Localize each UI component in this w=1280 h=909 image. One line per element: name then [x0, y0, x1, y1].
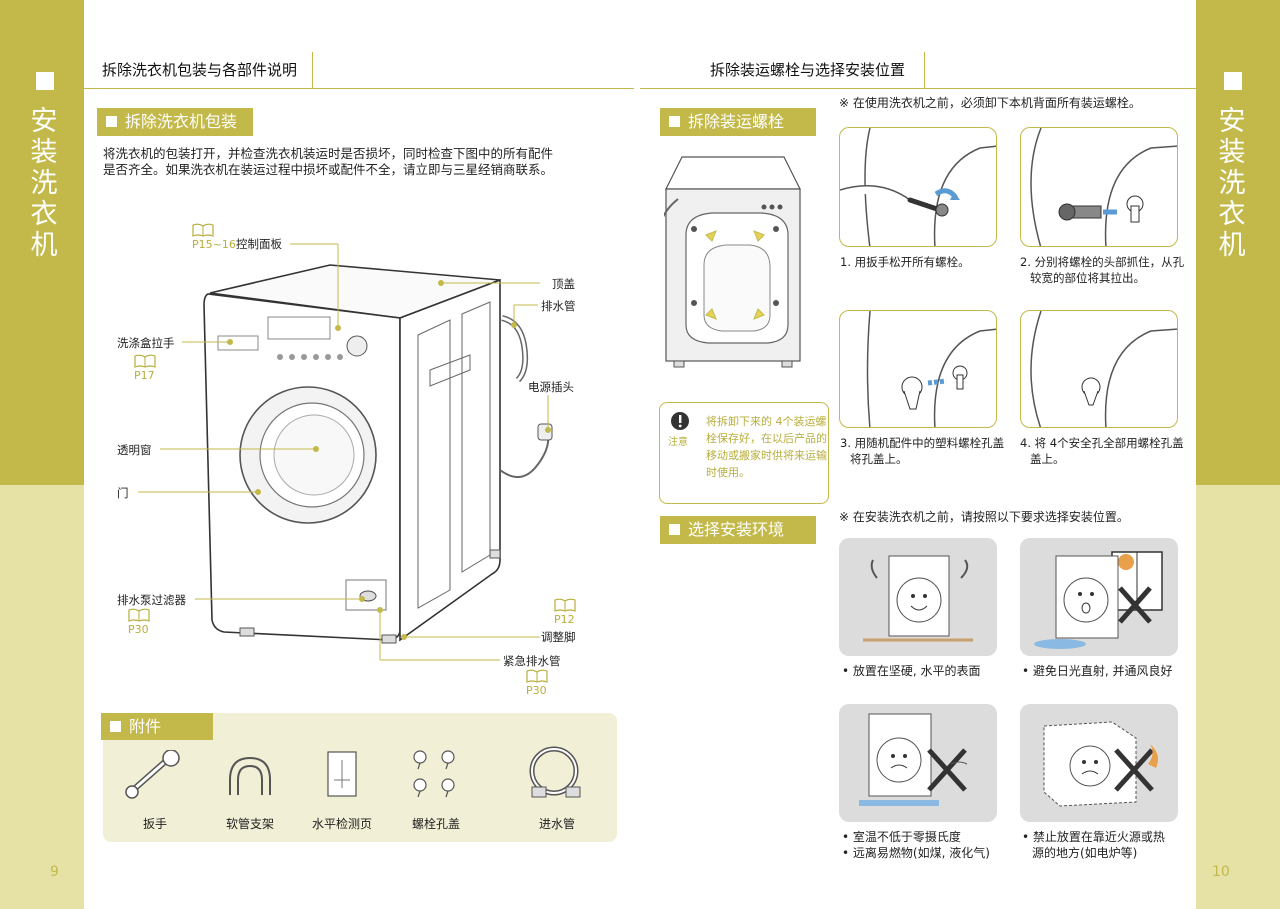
- left-page-header: 拆除洗衣机包装与各部件说明: [102, 61, 298, 79]
- env-section-title: 选择安装环境: [660, 516, 816, 544]
- door-label: 门: [117, 486, 129, 500]
- section-square-icon: [669, 524, 680, 535]
- bolt-step-4-illustration: [1020, 310, 1178, 428]
- wrench-icon: [125, 750, 180, 799]
- accessory-bolt-cover-label: 螺栓孔盖: [411, 817, 460, 831]
- adjust-feet-page-ref: P12: [554, 613, 575, 626]
- env-4-illustration: [1020, 704, 1178, 822]
- accessory-hose-bracket-label: 软管支架: [225, 817, 274, 831]
- section-square-icon: [669, 116, 680, 127]
- bolt-step-2-illustration: [1020, 127, 1178, 247]
- accessories-section-title: 附件: [101, 713, 213, 740]
- left-side-square-icon: [36, 72, 54, 90]
- control-panel-page-ref: P15~16: [192, 238, 236, 251]
- unpack-section-title: 拆除洗衣机包装: [97, 108, 253, 136]
- control-panel-book-icon: [192, 223, 214, 237]
- right-page-header: 拆除装运螺栓与选择安装位置: [710, 61, 906, 79]
- control-panel-label: 控制面板: [236, 237, 282, 251]
- bolt-step-4-text: 4. 将 4个安全孔全部用螺栓孔盖 盖上。: [1020, 436, 1184, 466]
- right-page-number: 10: [1212, 864, 1230, 880]
- accessory-level-sheet-label: 水平检测页: [311, 817, 372, 831]
- left-side-title: 安装洗衣机: [30, 106, 58, 261]
- env-2-text: • 避免日光直射, 并通风良好: [1022, 664, 1173, 678]
- env-3-illustration: [839, 704, 997, 822]
- notice-text: 将拆卸下来的 4个装运螺 栓保存好，在以后产品的 移动或搬家时供将来运输 时使用…: [706, 415, 827, 479]
- env-1-text: • 放置在坚硬, 水平的表面: [842, 664, 981, 678]
- right-side-square-icon: [1224, 72, 1242, 90]
- bolt-step-1-illustration: [839, 127, 997, 247]
- notice-label: 注意: [668, 437, 688, 448]
- bolt-step-1-text: 1. 用扳手松开所有螺栓。: [840, 255, 970, 269]
- bolt-step-3-illustration: [839, 310, 997, 428]
- power-plug-label: 电源插头: [528, 380, 574, 394]
- right-header-rule: [640, 88, 1196, 89]
- bolt-cover-icon: [413, 750, 455, 798]
- section-square-icon: [110, 721, 121, 732]
- window-label: 透明窗: [117, 443, 152, 457]
- bolts-section-title: 拆除装运螺栓: [660, 108, 816, 136]
- top-cover-label: 顶盖: [552, 277, 575, 291]
- emergency-drain-label: 紧急排水管: [503, 654, 561, 668]
- level-sheet-icon: [327, 751, 357, 797]
- detergent-drawer-label: 洗涤盒拉手: [117, 336, 175, 350]
- inlet-hose-icon: [529, 746, 581, 798]
- env-2-illustration: [1020, 538, 1178, 656]
- env-4-text: • 禁止放置在靠近火源或热 源的地方(如电炉等): [1022, 830, 1165, 860]
- pump-filter-book-icon: [128, 608, 150, 622]
- bolts-note: ※ 在使用洗衣机之前，必须卸下本机背面所有装运螺栓。: [839, 96, 1141, 110]
- hose-bracket-icon: [229, 756, 271, 795]
- notice-box: 注意 将拆卸下来的 4个装运螺 栓保存好，在以后产品的 移动或搬家时供将来运输 …: [659, 402, 829, 504]
- left-side-band-lower: [0, 485, 84, 909]
- bolt-step-2-text: 2. 分别将螺栓的头部抓住，从孔 较宽的部位将其拉出。: [1020, 255, 1185, 285]
- left-page-number: 9: [50, 864, 59, 880]
- right-side-title: 安装洗衣机: [1218, 106, 1246, 261]
- env-1-illustration: [839, 538, 997, 656]
- adjust-feet-label: 调整脚: [541, 630, 576, 644]
- section-square-icon: [106, 116, 117, 127]
- accessory-inlet-hose-label: 进水管: [538, 817, 575, 831]
- left-header-rule: [84, 88, 634, 89]
- drain-hose-label: 排水管: [541, 299, 576, 313]
- washer-illustration: [203, 264, 553, 644]
- right-side-band-lower: [1196, 485, 1280, 909]
- pump-filter-page-ref: P30: [128, 623, 149, 636]
- pump-filter-label: 排水泵过滤器: [117, 593, 186, 607]
- env-note: ※ 在安装洗衣机之前，请按照以下要求选择安装位置。: [839, 510, 1129, 524]
- washer-back-illustration: [664, 156, 801, 368]
- warning-icon: [671, 412, 689, 430]
- accessory-wrench-label: 扳手: [142, 817, 167, 831]
- emergency-drain-page-ref: P30: [526, 684, 547, 697]
- part-leader-lines: [138, 243, 551, 661]
- right-header-divider: [924, 52, 925, 88]
- env-3-text: • 室温不低于零摄氏度 • 远离易燃物(如煤, 液化气): [842, 830, 990, 860]
- emergency-drain-book-icon: [526, 669, 548, 683]
- detergent-drawer-book-icon: [134, 354, 156, 368]
- left-header-divider: [312, 52, 313, 88]
- adjust-feet-book-icon: [554, 598, 576, 612]
- bolt-step-3-text: 3. 用随机配件中的塑料螺栓孔盖 将孔盖上。: [840, 436, 1005, 466]
- detergent-drawer-page-ref: P17: [134, 369, 155, 382]
- unpack-paragraph: 将洗衣机的包装打开，并检查洗衣机装运时是否损坏，同时检查下图中的所有配件 是否齐…: [103, 146, 554, 177]
